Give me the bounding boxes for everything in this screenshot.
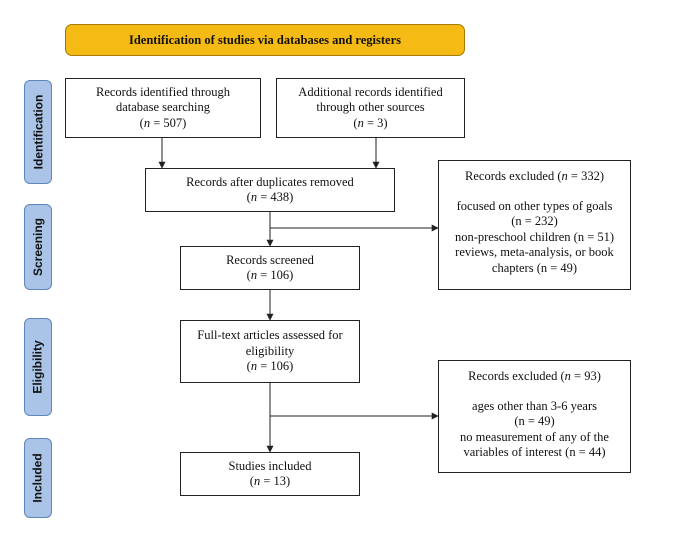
fulltext-line2: eligibility bbox=[245, 343, 295, 358]
excluded2-reason1a: ages other than 3-6 years bbox=[472, 398, 597, 413]
stage-eligibility: Eligibility bbox=[24, 318, 52, 416]
box-other-records: Additional records identified through ot… bbox=[276, 78, 465, 138]
stage-identification: Identification bbox=[24, 80, 52, 184]
other-line1: Additional records identified bbox=[298, 84, 443, 99]
box-excluded-screening: Records excluded (n = 332) focused on ot… bbox=[438, 160, 631, 290]
database-count: (n = 507) bbox=[139, 115, 187, 130]
excluded1-reason3b: chapters (n = 49) bbox=[491, 260, 578, 275]
excluded2-title: Records excluded (n = 93) bbox=[468, 369, 601, 383]
other-count: (n = 3) bbox=[353, 115, 388, 130]
screened-line1: Records screened bbox=[226, 252, 314, 267]
box-screened: Records screened (n = 106) bbox=[180, 246, 360, 290]
excluded1-reason1b: (n = 232) bbox=[511, 214, 558, 228]
box-deduplicated: Records after duplicates removed (n = 43… bbox=[145, 168, 395, 212]
screened-count: (n = 106) bbox=[246, 268, 294, 282]
database-line2: database searching bbox=[115, 100, 211, 115]
box-excluded-eligibility: Records excluded (n = 93) ages other tha… bbox=[438, 360, 631, 473]
excluded1-title: Records excluded (n = 332) bbox=[465, 169, 604, 183]
other-line2: through other sources bbox=[316, 100, 425, 115]
included-count: (n = 13) bbox=[249, 474, 291, 488]
box-fulltext: Full-text articles assessed for eligibil… bbox=[180, 320, 360, 383]
dedup-count: (n = 438) bbox=[246, 190, 294, 204]
banner-title: Identification of studies via databases … bbox=[128, 32, 401, 47]
dedup-line1: Records after duplicates removed bbox=[186, 174, 354, 189]
excluded1-reason1a: focused on other types of goals bbox=[456, 198, 613, 213]
excluded1-reason3a: reviews, meta-analysis, or book bbox=[455, 245, 614, 259]
stage-included: Included bbox=[24, 438, 52, 518]
excluded2-reason1b: (n = 49) bbox=[514, 414, 555, 428]
box-included: Studies included (n = 13) bbox=[180, 452, 360, 496]
stage-screening: Screening bbox=[24, 204, 52, 290]
excluded1-reason2: non-preschool children (n = 51) bbox=[454, 229, 615, 244]
database-line1: Records identified through bbox=[96, 84, 230, 99]
excluded2-reason2b: variables of interest (n = 44) bbox=[463, 445, 606, 459]
flow-title-banner: Identification of studies via databases … bbox=[65, 24, 465, 56]
box-database-records: Records identified through database sear… bbox=[65, 78, 261, 138]
included-line1: Studies included bbox=[228, 458, 312, 473]
fulltext-line1: Full-text articles assessed for bbox=[197, 328, 343, 343]
excluded2-reason2a: no measurement of any of the bbox=[460, 429, 609, 444]
fulltext-count: (n = 106) bbox=[246, 359, 294, 374]
